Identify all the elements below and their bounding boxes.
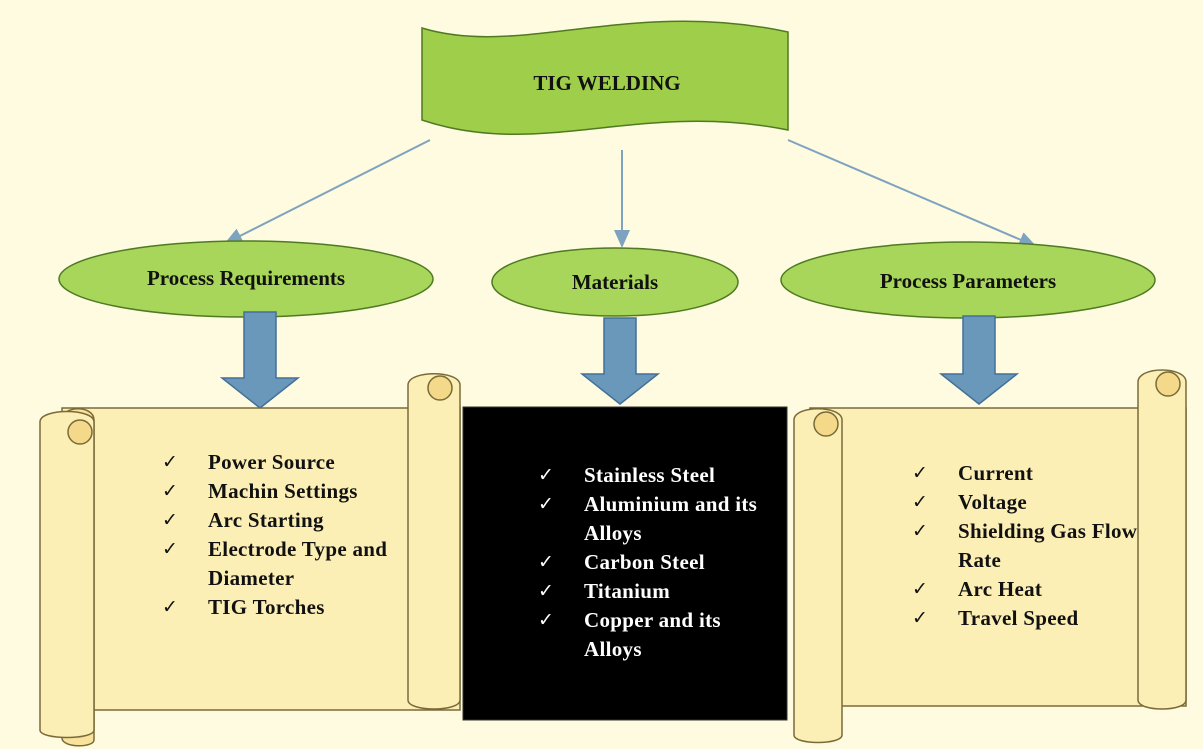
list-item: ✓Arc Starting [162, 506, 424, 535]
check-icon: ✓ [162, 509, 179, 531]
list-item: ✓Shielding Gas Flow Rate [912, 519, 1138, 572]
title-flag [421, 20, 789, 135]
list-item: ✓Aluminium and its Alloys [538, 492, 758, 545]
category-label-process-parameters: Process Parameters [880, 269, 1056, 293]
scroll-left [39, 373, 461, 747]
check-icon: ✓ [912, 520, 929, 542]
check-icon: ✓ [538, 464, 555, 486]
list-process-requirements: ✓Power Source ✓Machin Settings ✓Arc Star… [162, 448, 424, 622]
check-icon: ✓ [912, 462, 929, 484]
check-icon: ✓ [912, 607, 929, 629]
list-process-parameters: ✓Current ✓Voltage ✓Shielding Gas Flow Ra… [912, 459, 1152, 633]
list-item: ✓Travel Speed [912, 604, 1152, 633]
category-label-materials: Materials [572, 270, 658, 294]
title-text: TIG WELDING [533, 71, 680, 95]
check-icon: ✓ [538, 493, 555, 515]
list-item: ✓Titanium [538, 577, 780, 606]
check-icon: ✓ [162, 596, 179, 618]
check-icon: ✓ [162, 451, 179, 473]
check-icon: ✓ [162, 538, 179, 560]
down-arrow-icon-left [219, 311, 301, 409]
list-item: ✓Current [912, 459, 1152, 488]
scroll-right [793, 369, 1187, 744]
list-item: ✓Voltage [912, 488, 1152, 517]
list-item: ✓TIG Torches [162, 593, 424, 622]
list-item: ✓Machin Settings [162, 477, 424, 506]
list-item: ✓Electrode Type and Diameter [162, 537, 388, 590]
materials-box [462, 406, 788, 721]
check-icon: ✓ [912, 491, 929, 513]
check-icon: ✓ [538, 609, 555, 631]
connector-line-right [787, 139, 1037, 248]
check-icon: ✓ [538, 580, 555, 602]
check-icon: ✓ [912, 578, 929, 600]
list-item: ✓Copper and its Alloys [538, 608, 721, 661]
list-materials: ✓Stainless Steel ✓Aluminium and its Allo… [538, 461, 780, 664]
list-item: ✓Power Source [162, 448, 424, 477]
connector-line-left [224, 139, 431, 244]
down-arrow-icon-center [579, 317, 661, 405]
list-item: ✓Stainless Steel [538, 461, 780, 490]
list-item: ✓Arc Heat [912, 575, 1152, 604]
down-arrow-icon-right [938, 315, 1020, 405]
check-icon: ✓ [162, 480, 179, 502]
category-label-process-requirements: Process Requirements [147, 266, 345, 290]
category-oval-materials [491, 247, 739, 317]
check-icon: ✓ [538, 551, 555, 573]
list-item: ✓Carbon Steel [538, 548, 780, 577]
